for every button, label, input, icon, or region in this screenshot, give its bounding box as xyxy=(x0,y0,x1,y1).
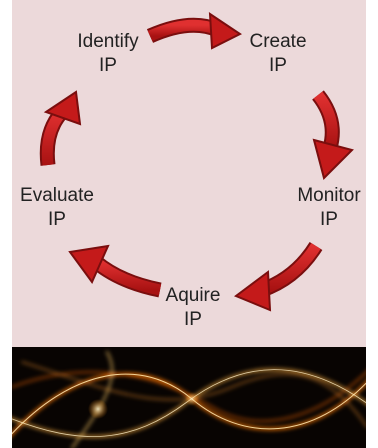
light-streaks-image xyxy=(12,347,366,448)
step-identify-label: Identify IP xyxy=(68,30,148,78)
step-identify-line2: IP xyxy=(99,55,117,76)
diagram-panel xyxy=(12,0,366,347)
step-aquire-line1: Aquire xyxy=(165,285,221,306)
arrow-monitor-to-aquire xyxy=(233,241,323,312)
step-create-label: Create IP xyxy=(240,30,316,78)
step-monitor-line2: IP xyxy=(320,209,338,230)
step-identify-line1: Identify xyxy=(77,31,139,52)
arrow-identify-to-create xyxy=(146,12,242,50)
step-monitor-label: Monitor IP xyxy=(288,184,370,232)
step-create-line2: IP xyxy=(269,55,287,76)
arrow-evaluate-to-identify xyxy=(39,90,82,166)
arrow-create-to-monitor xyxy=(311,90,354,180)
step-aquire-label: Aquire IP xyxy=(156,284,230,332)
step-evaluate-line1: Evaluate xyxy=(20,185,94,206)
step-evaluate-label: Evaluate IP xyxy=(14,184,100,232)
arrow-aquire-to-evaluate xyxy=(68,244,162,298)
step-evaluate-line2: IP xyxy=(48,209,66,230)
step-create-line1: Create xyxy=(249,31,307,52)
step-monitor-line1: Monitor xyxy=(297,185,361,206)
step-aquire-line2: IP xyxy=(184,309,202,330)
light-streaks-art xyxy=(12,347,366,448)
